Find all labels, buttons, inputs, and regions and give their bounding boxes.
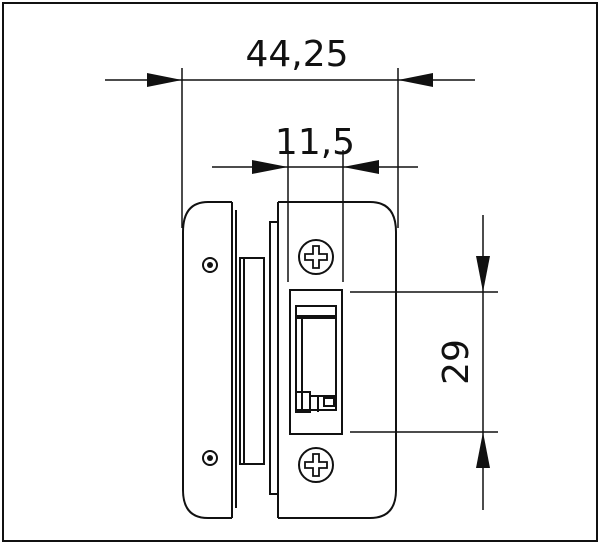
dimension-label-offset-width: 11,5	[275, 122, 355, 163]
dimension-label-slot-height: 29	[436, 339, 477, 385]
mounting-hole-icon	[202, 450, 218, 466]
mounting-hole-icon	[207, 455, 213, 461]
dimension-offset-width	[212, 150, 418, 282]
dimension-label-overall-width: 44,25	[245, 34, 348, 75]
mounting-hole-icon	[202, 257, 218, 273]
drawing-frame	[2, 2, 598, 542]
mounting-hole-icon	[207, 262, 213, 268]
right-body-plate	[277, 201, 397, 519]
screw-head-icon	[298, 239, 334, 275]
left-clamp-plate	[182, 201, 237, 519]
dimension-overall-width	[105, 68, 475, 228]
latch-slot	[289, 289, 343, 435]
screw-head-icon	[298, 447, 334, 483]
dimension-slot-height	[350, 215, 498, 510]
gasket-strip	[239, 221, 279, 495]
